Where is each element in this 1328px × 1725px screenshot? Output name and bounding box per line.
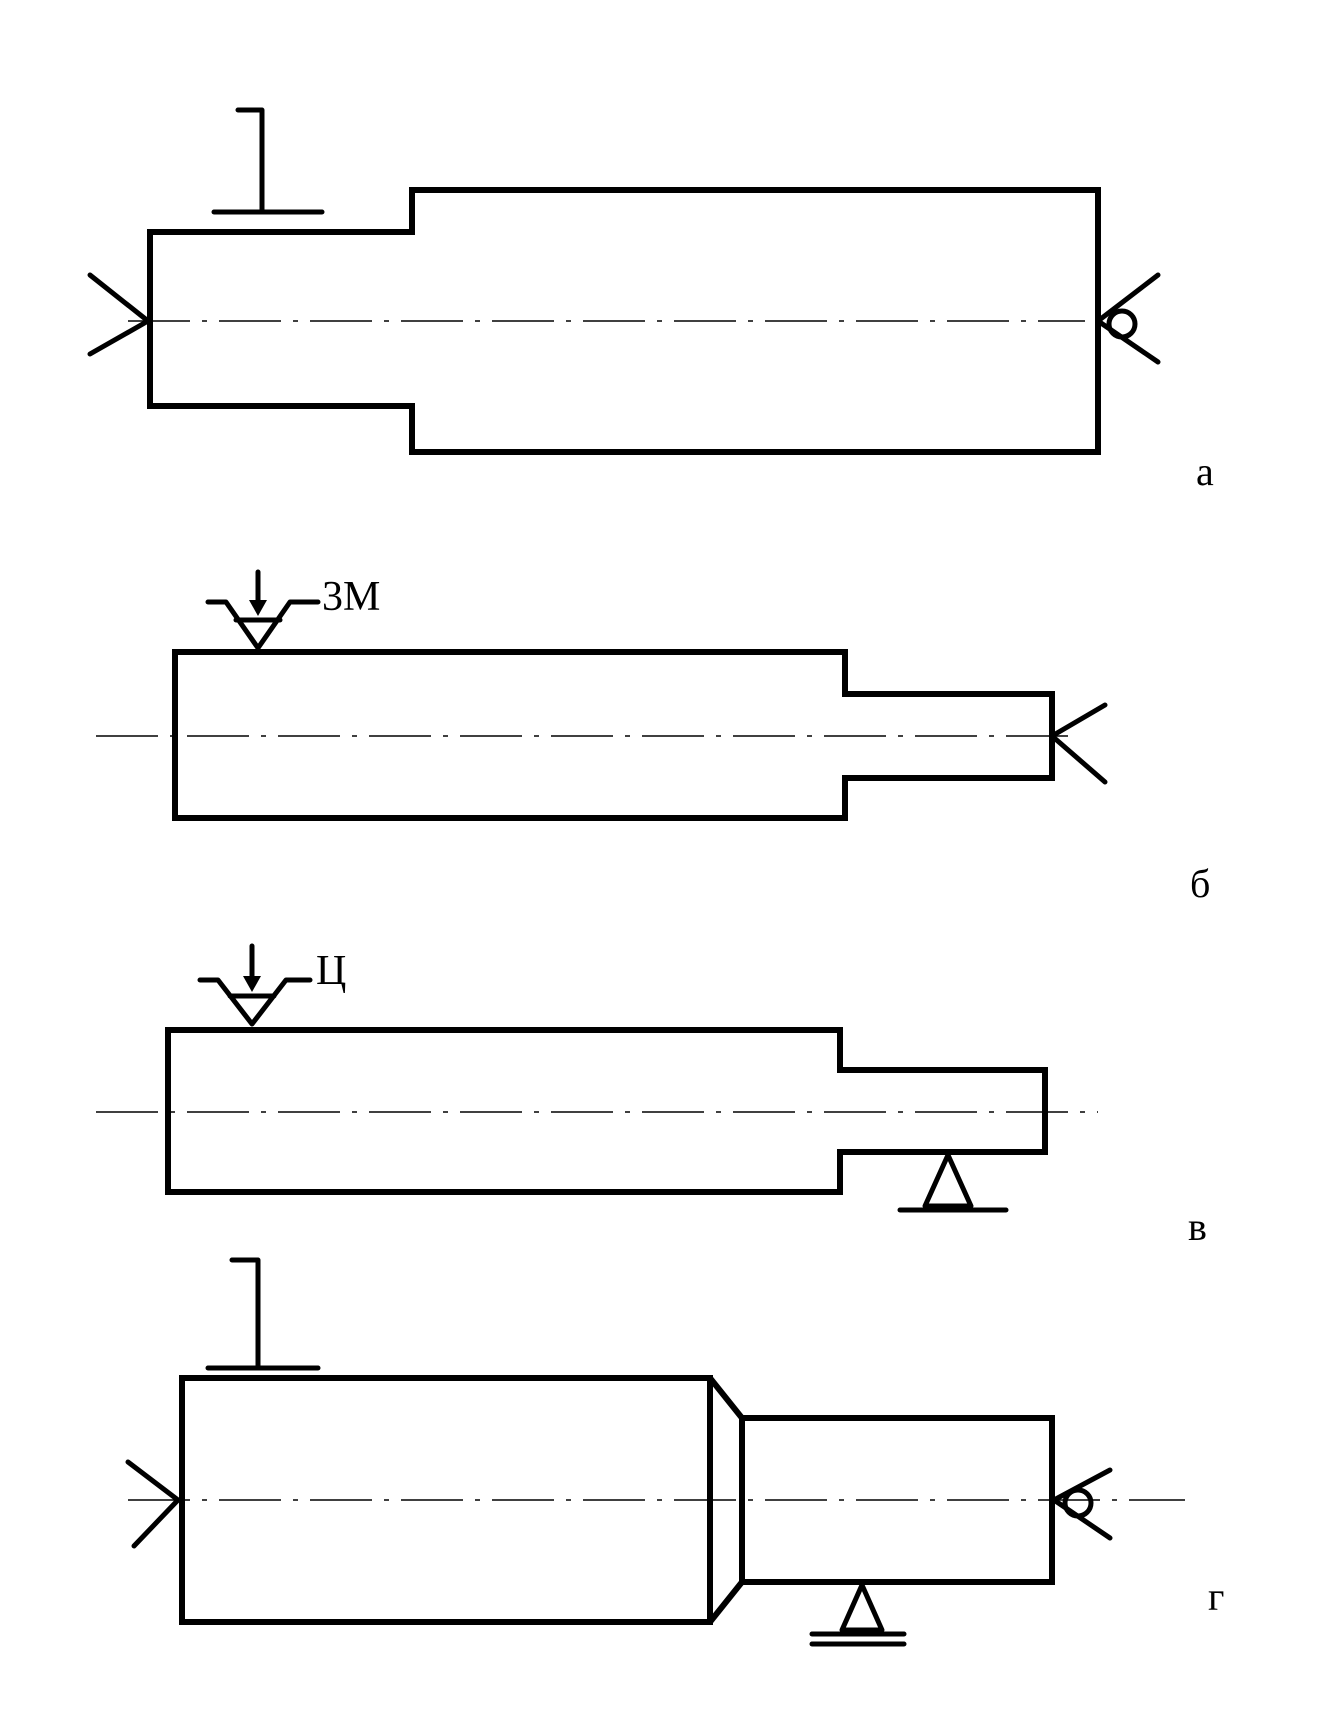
driver-post-a [235, 107, 265, 215]
driver-post-g [229, 1257, 261, 1371]
clamp-jaw-b [205, 599, 321, 651]
rotating-center-right-a [1095, 272, 1161, 365]
rotating-center-ring-a [1106, 308, 1138, 340]
panel-label-a: а [1196, 449, 1214, 494]
clamp-arrow-head-v [243, 976, 261, 992]
surface-note-v: Ц [316, 948, 346, 994]
panel-label-b: б [1190, 861, 1210, 906]
rest-support-v [922, 1152, 974, 1209]
rotating-center-ring-g [1062, 1487, 1094, 1519]
surface-note-b: 3М [322, 574, 380, 620]
panel-g: г [125, 1257, 1224, 1647]
panel-v: Ц в [96, 943, 1207, 1249]
rest-support-g [839, 1582, 885, 1633]
rotating-center-right-g [1051, 1467, 1113, 1541]
panel-label-v: в [1188, 1204, 1207, 1249]
center-support-left-a [87, 272, 151, 357]
stepped-shaft-g [179, 1375, 1055, 1625]
clamp-jaw-v [197, 977, 313, 1027]
stepped-shaft-b [172, 649, 1055, 821]
clamp-arrow-head-b [249, 600, 267, 616]
panel-b: 3М б [96, 569, 1210, 906]
panel-a: а [87, 107, 1214, 494]
stepped-shaft-v [165, 1027, 1048, 1195]
stepped-shaft-a [147, 187, 1101, 455]
center-support-right-b [1049, 702, 1108, 785]
panel-label-g: г [1208, 1574, 1224, 1619]
center-support-left-g [125, 1459, 181, 1549]
